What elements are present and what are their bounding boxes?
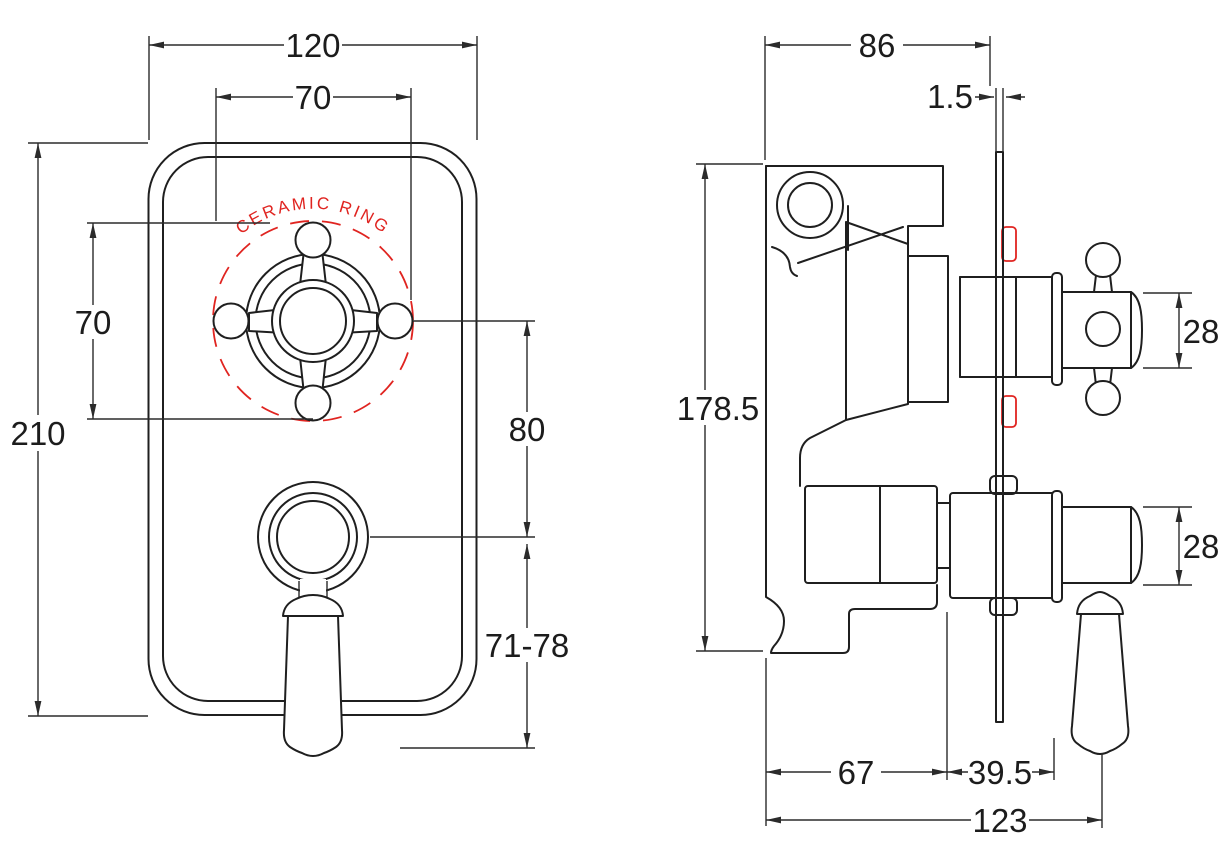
body-top-outline xyxy=(765,165,944,245)
dim-label-wall-to-plate: 67 xyxy=(838,754,875,791)
lever-grip xyxy=(282,615,344,757)
dim-label-plate-height: 210 xyxy=(10,415,65,452)
cross-handle-knob-top xyxy=(294,221,332,259)
valve-body xyxy=(765,165,961,654)
side-lever-collar xyxy=(1076,591,1124,615)
lever-handle-side xyxy=(1051,490,1143,755)
cross-handle-knob-left xyxy=(212,302,250,340)
side-knob-top xyxy=(1085,242,1121,278)
body-detail-lines xyxy=(771,205,904,277)
front-dimensions: 120 70 210 70 80 71-78 xyxy=(10,27,570,749)
cross-handle-hub-bore xyxy=(279,287,347,355)
bottom-escutcheon-flange xyxy=(1051,490,1063,603)
dim-label-handle-span-width: 70 xyxy=(295,79,332,116)
body-waist-line xyxy=(799,419,847,487)
cartridge-bonnet-cone xyxy=(845,221,909,421)
side-knob-front xyxy=(1085,311,1121,347)
front-view: CERAMIC RING xyxy=(10,27,570,757)
dim-label-plate-thickness: 1.5 xyxy=(927,78,973,115)
dim-label-body-depth: 86 xyxy=(859,27,896,64)
top-cartridge xyxy=(959,276,1054,378)
dim-label-body-height: 178.5 xyxy=(677,390,760,427)
lever-handle-front xyxy=(257,481,369,757)
wall-plate xyxy=(995,151,1004,723)
lever-bezel-outer xyxy=(257,481,369,593)
side-view: 86 1.5 178.5 28 28 67 39.5 123 xyxy=(674,27,1219,839)
body-left-outline xyxy=(765,165,938,654)
top-escutcheon-flange xyxy=(1051,272,1063,386)
dim-label-plate-width: 120 xyxy=(285,27,340,64)
side-knob-bottom xyxy=(1085,380,1121,416)
dim-label-bottom-handle-dia: 28 xyxy=(1183,528,1220,565)
top-handle-dome-face xyxy=(1130,291,1143,369)
lower-body-details xyxy=(879,485,951,584)
dim-label-overall-depth: 123 xyxy=(972,802,1027,839)
dim-label-top-handle-dia: 28 xyxy=(1183,313,1220,350)
cross-handle-side xyxy=(1051,242,1143,416)
cross-handle-knob-right xyxy=(376,302,414,340)
lever-collar xyxy=(282,594,344,617)
retaining-clip-bottom xyxy=(1001,395,1017,428)
lever-bezel-inner xyxy=(276,500,350,574)
side-lever-grip xyxy=(1070,613,1130,755)
bottom-handle-dome-face xyxy=(1130,506,1143,584)
cross-handle xyxy=(212,221,414,422)
inlet-port-outer xyxy=(776,171,844,239)
bonnet-flange xyxy=(907,255,961,403)
retaining-clip-top xyxy=(1001,226,1017,262)
inlet-port-inner xyxy=(787,182,833,228)
dim-label-handle-spacing: 80 xyxy=(509,411,546,448)
dim-label-handle-span-height: 70 xyxy=(75,304,112,341)
side-dimensions: 86 1.5 178.5 28 28 67 39.5 123 xyxy=(674,27,1219,839)
cross-handle-knob-bottom xyxy=(294,384,332,422)
lower-body-block xyxy=(804,485,938,584)
top-cartridge-sleeve xyxy=(959,276,1054,378)
dim-label-plate-to-handle: 39.5 xyxy=(968,754,1032,791)
dim-label-lever-drop: 71-78 xyxy=(485,627,569,664)
bottom-handle-hub xyxy=(1061,506,1132,584)
